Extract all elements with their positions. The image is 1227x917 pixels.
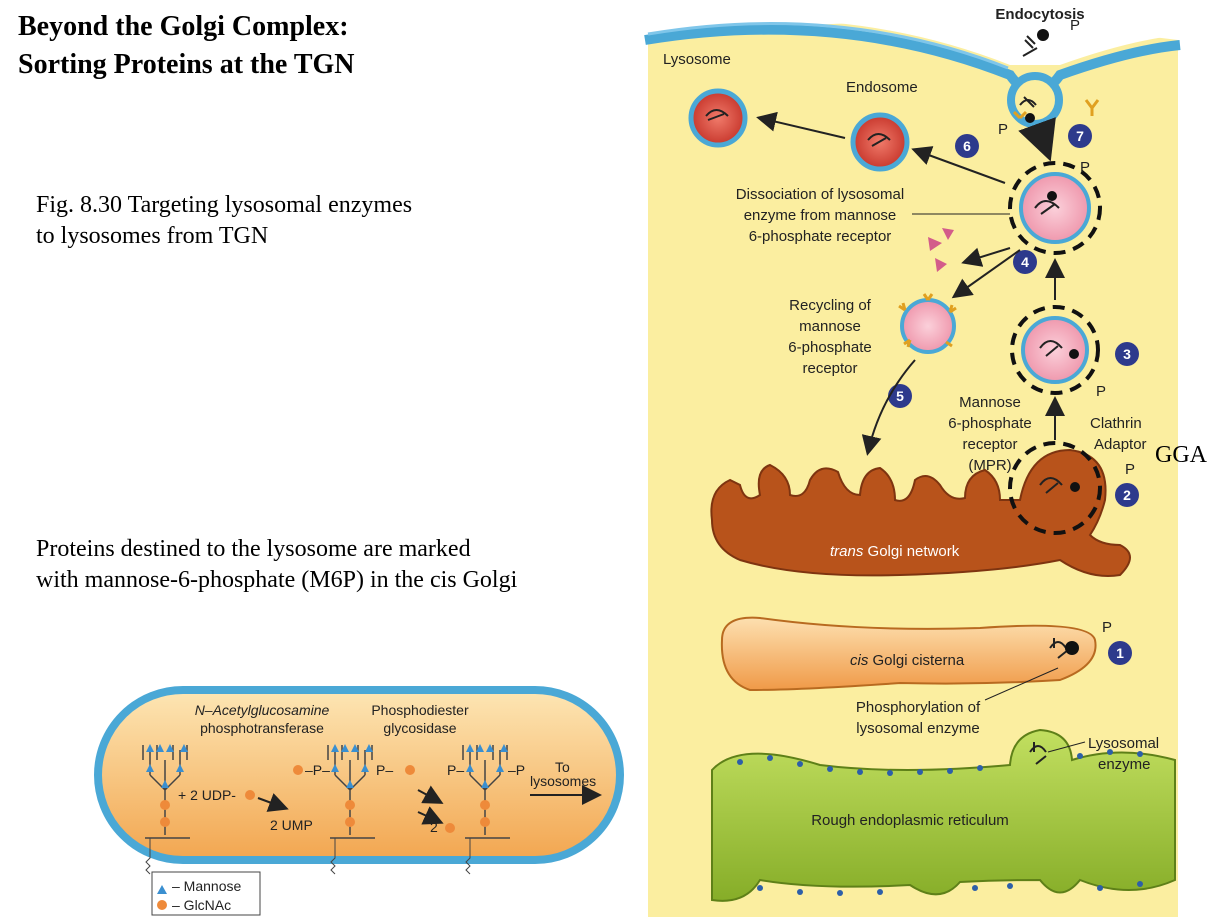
caption-line-2: to lysosomes from TGN <box>36 223 269 249</box>
rough-endoplasmic-reticulum <box>711 728 1176 902</box>
step-3-marker: 3 <box>1115 342 1139 366</box>
p-end-label: –P <box>508 762 525 778</box>
glycan-2 <box>327 744 375 875</box>
endosome-label: Endosome <box>846 79 918 96</box>
adaptor-label: Adaptor <box>1094 436 1147 453</box>
inset-legend: – Mannose – GlcNAc <box>151 871 261 916</box>
endocytosis-label: Endocytosis <box>995 6 1084 23</box>
phosphorylation-line-1: Phosphorylation of <box>856 699 981 716</box>
body-line-2: with mannose-6-phosphate (M6P) in the ci… <box>36 567 518 593</box>
title-line-2: Sorting Proteins at the TGN <box>18 49 355 80</box>
phosphorylation-line-2: lysosomal enzyme <box>856 720 979 737</box>
rer-label: Rough endoplasmic reticulum <box>811 812 1009 829</box>
step-1-marker: 1 <box>1108 641 1132 665</box>
page-title: Beyond the Golgi Complex: Sorting Protei… <box>18 8 355 84</box>
cis-golgi-label: cis Golgi cisterna <box>850 652 965 669</box>
step-5-marker: 5 <box>888 384 912 408</box>
cytoplasm <box>648 22 1178 917</box>
inset-membrane <box>94 686 624 864</box>
coated-vesicle-dissociation <box>1008 161 1102 255</box>
cis-golgi-cisterna <box>720 616 1097 692</box>
ribosomes <box>737 749 1143 896</box>
enzyme2-line-1: Phosphodiester <box>371 702 469 718</box>
enzyme1-line-2: phosphotransferase <box>200 720 324 736</box>
dissociation-line-3: 6-phosphate receptor <box>749 228 892 245</box>
p-left-label: –P– <box>305 762 330 778</box>
step-6-number: 6 <box>963 138 971 154</box>
cell-panel: Endocytosis P P 7 Lysosome Endosome 6 <box>644 0 1208 917</box>
enzyme2-line-2: glycosidase <box>383 720 456 736</box>
clathrin-label: Clathrin <box>1090 415 1142 432</box>
lysosome-label: Lysosome <box>663 51 731 68</box>
plasma-membrane <box>644 24 1181 98</box>
title-line-1: Beyond the Golgi Complex: <box>18 11 349 42</box>
p-label-cis: P <box>1102 619 1112 636</box>
step-1-number: 1 <box>1116 645 1124 661</box>
recycling-line-4: receptor <box>802 360 857 377</box>
udp-label: + 2 UDP- <box>178 787 236 803</box>
lysosomal-enzyme-line-2: enzyme <box>1098 756 1151 773</box>
lysosome <box>688 88 748 148</box>
dissociation-line-1: Dissociation of lysosomal <box>736 186 904 203</box>
step-5-number: 5 <box>896 388 904 404</box>
glycan-1 <box>142 744 190 875</box>
legend-glcnac: – GlcNAc <box>172 897 231 913</box>
mpr-line-3: receptor <box>962 436 1017 453</box>
coated-vesicle-budded <box>1010 305 1100 395</box>
mpr-line-4: (MPR) <box>968 457 1011 474</box>
p-label-vesicle-4: P <box>1080 159 1090 176</box>
step-6-marker: 6 <box>955 134 979 158</box>
trans-golgi-network <box>710 448 1131 577</box>
step-4-marker: 4 <box>1013 250 1037 274</box>
step-7-number: 7 <box>1076 128 1084 144</box>
trans-golgi-label: trans Golgi network <box>830 543 960 560</box>
p-label-pit: P <box>998 121 1008 138</box>
step-4-number: 4 <box>1021 254 1029 270</box>
enzyme1-line-1: N–Acetylglucosamine <box>195 702 330 718</box>
body-text: Proteins destined to the lysosome are ma… <box>36 534 517 596</box>
step-2-marker: 2 <box>1115 483 1139 507</box>
step-3-number: 3 <box>1123 346 1131 362</box>
mpr-line-2: 6-phosphate <box>948 415 1031 432</box>
recycling-vesicle <box>898 293 957 354</box>
body-line-1: Proteins destined to the lysosome are ma… <box>36 536 471 562</box>
two-label: 2 <box>430 819 438 835</box>
p-label-vesicle-3: P <box>1096 383 1106 400</box>
mpr-line-1: Mannose <box>959 394 1021 411</box>
glycan-3 <box>462 744 510 875</box>
recycling-line-3: 6-phosphate <box>788 339 871 356</box>
inset-panel: N–Acetylglucosamine phosphotransferase P… <box>94 686 624 916</box>
gga-label: GGA <box>1155 442 1208 468</box>
lysosomal-enzyme-line-1: Lysosomal <box>1088 735 1159 752</box>
lysosomes-label: lysosomes <box>530 773 596 789</box>
ump-label: 2 UMP <box>270 817 313 833</box>
figure-caption: Fig. 8.30 Targeting lysosomal enzymes to… <box>36 190 412 252</box>
p-label-tgn: P <box>1125 461 1135 478</box>
p-mid-label: P– <box>376 762 393 778</box>
recycling-line-1: Recycling of <box>789 297 872 314</box>
p-right-label: P– <box>447 762 464 778</box>
dissociation-line-2: enzyme from mannose <box>744 207 897 224</box>
legend-mannose: – Mannose <box>172 878 241 894</box>
step-2-number: 2 <box>1123 487 1131 503</box>
caption-line-1: Fig. 8.30 Targeting lysosomal enzymes <box>36 192 413 218</box>
recycling-line-2: mannose <box>799 318 861 335</box>
step-7-marker: 7 <box>1068 124 1092 148</box>
to-label: To <box>555 759 570 775</box>
p-label-endocytosis: P <box>1070 17 1080 34</box>
